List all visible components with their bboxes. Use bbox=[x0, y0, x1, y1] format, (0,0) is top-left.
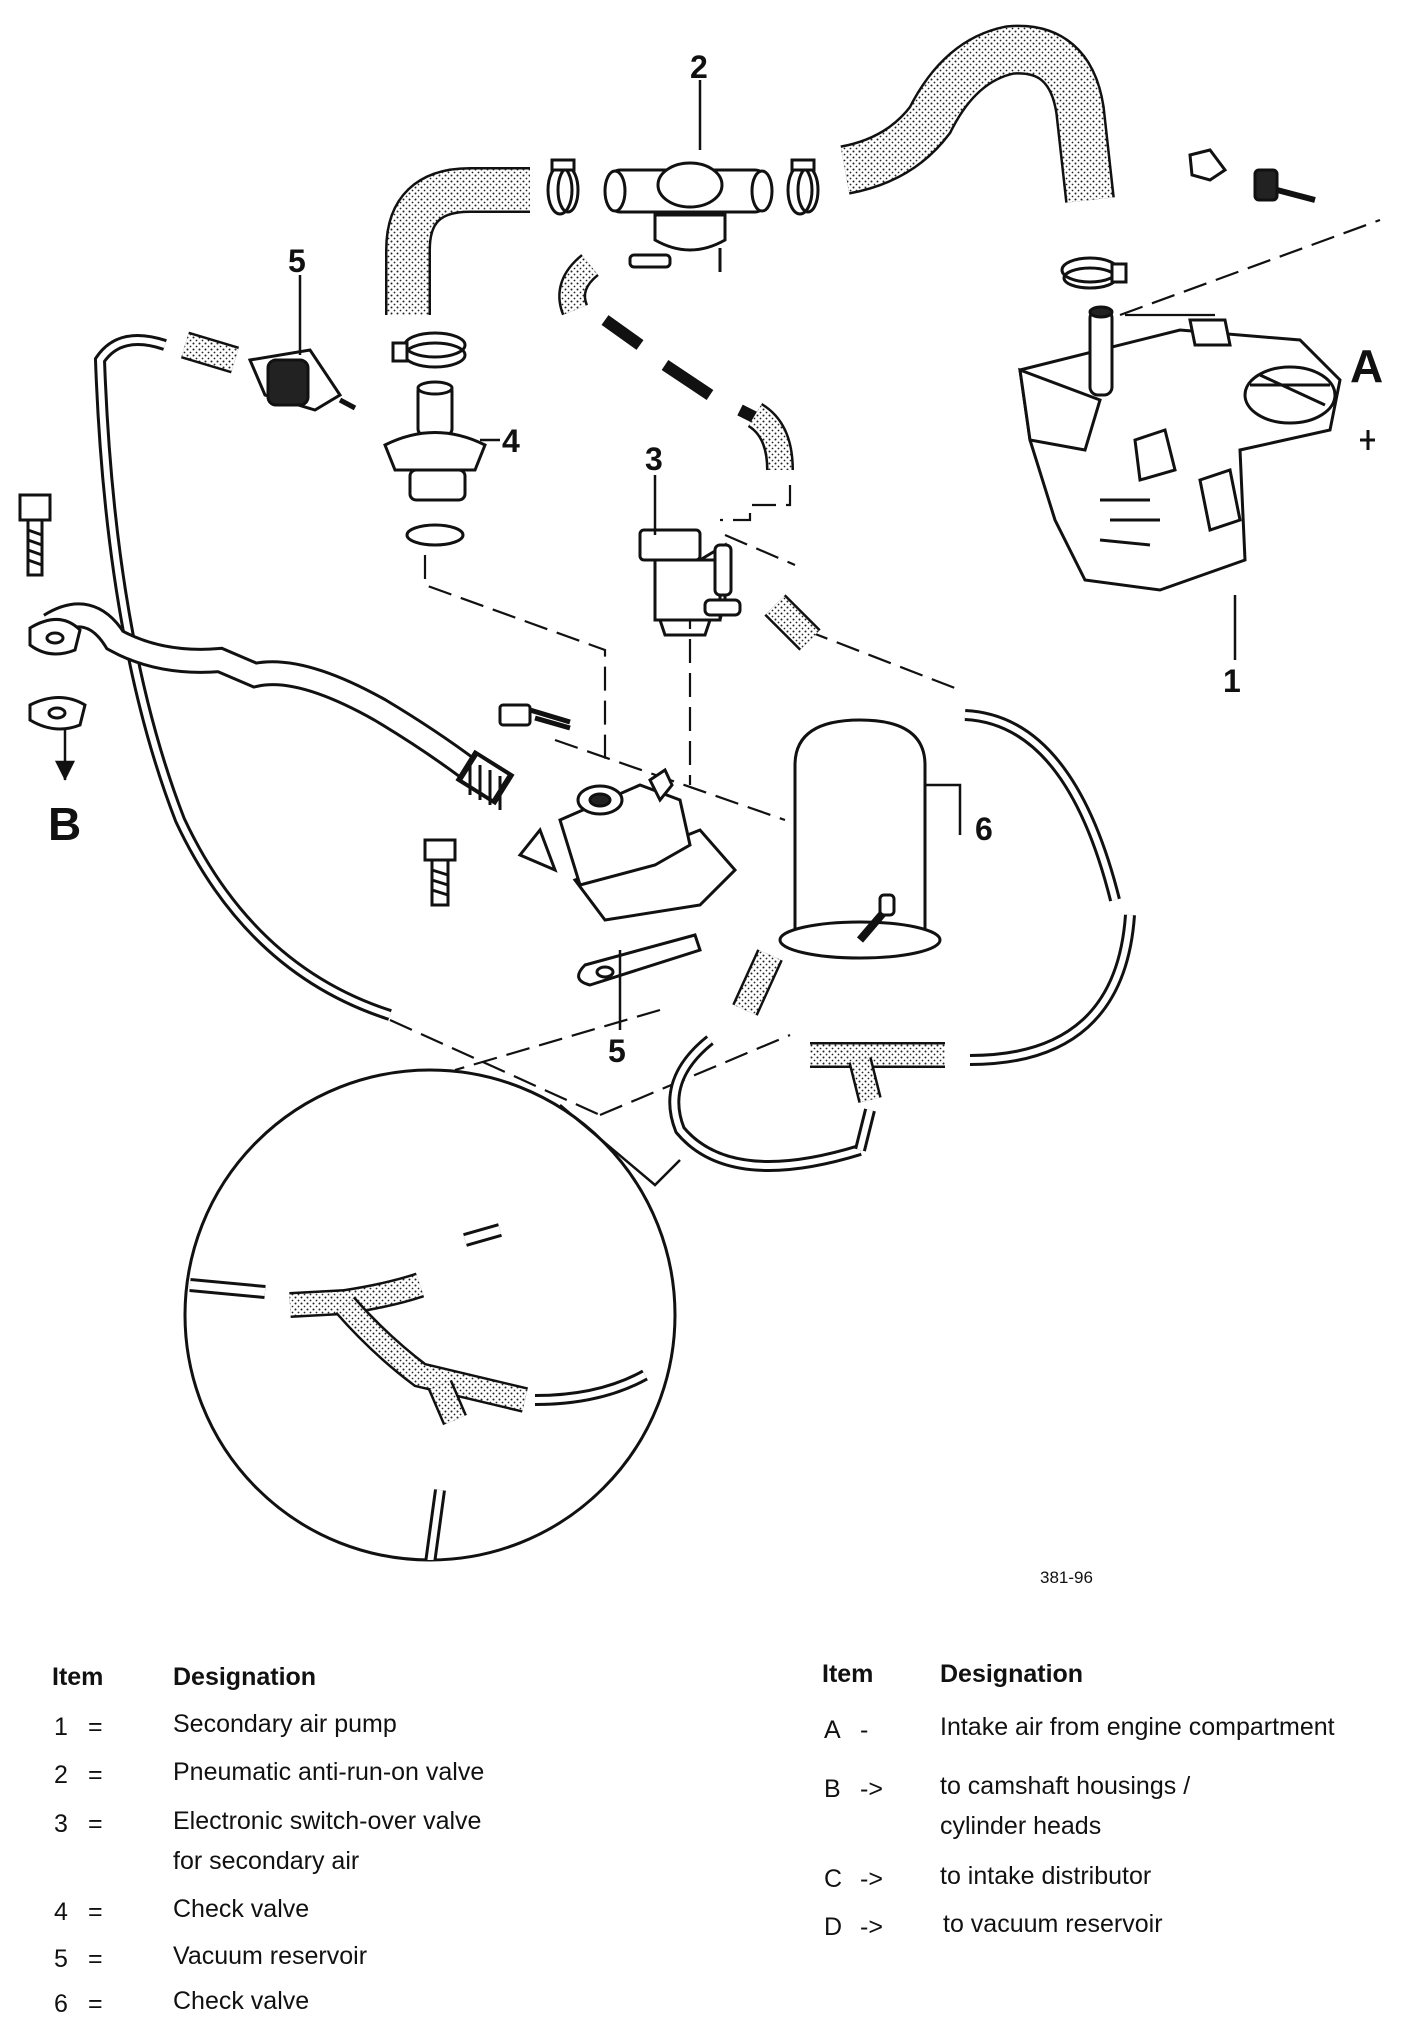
legend-left-text: Vacuum reservoir bbox=[173, 1942, 368, 1970]
check-valve-upper bbox=[247, 348, 357, 412]
legend-right-item: C bbox=[824, 1865, 843, 1893]
legend-right-text: Intake air from engine compartment bbox=[940, 1713, 1335, 1741]
legend-left-sep: = bbox=[88, 1945, 103, 1973]
legend-left-sep: = bbox=[88, 1713, 103, 1741]
vacuum-reservoir bbox=[778, 718, 942, 960]
legend-right-text: to intake distributor bbox=[940, 1862, 1152, 1890]
legend-right-sep: -> bbox=[860, 1775, 883, 1803]
valve-housing bbox=[517, 767, 738, 922]
gaskets bbox=[28, 618, 702, 987]
legend-left-text: Check valve bbox=[173, 1987, 310, 2015]
legend-right-text: to camshaft housings / bbox=[940, 1772, 1191, 1800]
vacuum-lines bbox=[93, 334, 1136, 1172]
air-pipe bbox=[43, 602, 515, 810]
legend-right-item: D bbox=[824, 1913, 843, 1941]
legend-right-sep: - bbox=[860, 1716, 869, 1744]
legend-left-text: Secondary air pump bbox=[173, 1710, 397, 1738]
vacuum-hoses bbox=[180, 254, 821, 1016]
legend-right-designation-header: Designation bbox=[940, 1660, 1084, 1688]
callout-2: 2 bbox=[690, 49, 708, 85]
legend-left-item: 6 bbox=[54, 1990, 68, 2018]
figure-id: 381-96 bbox=[1040, 1568, 1093, 1587]
legend-right-sep: -> bbox=[860, 1913, 883, 1941]
assembly-lines bbox=[389, 218, 1381, 1117]
check-valve-4 bbox=[383, 380, 487, 547]
legend-right-sep: -> bbox=[860, 1865, 883, 1893]
secondary-air-pump bbox=[1018, 305, 1375, 592]
callout-1: 1 bbox=[1223, 663, 1241, 699]
legend-right-item-header: Item bbox=[822, 1660, 874, 1688]
legend-right-text: cylinder heads bbox=[940, 1812, 1102, 1840]
letter-a: A bbox=[1350, 340, 1383, 392]
legend-right-item: B bbox=[824, 1775, 841, 1803]
legend-left-sep: = bbox=[88, 1810, 103, 1838]
legend-right-item: A bbox=[824, 1716, 841, 1744]
legend-left-sep: = bbox=[88, 1990, 103, 2018]
legend-right-text: to vacuum reservoir bbox=[943, 1910, 1163, 1938]
hose-elbow-left bbox=[385, 167, 530, 315]
callout-leaders bbox=[54, 80, 1237, 1030]
legend-left-sep: = bbox=[88, 1761, 103, 1789]
exploded-view-diagram: 2 5 4 3 6 1 5 A B 381-96 bbox=[18, 24, 1383, 1587]
legend-left-text: Check valve bbox=[173, 1895, 310, 1923]
legend-right: Item Designation A - Intake air from eng… bbox=[780, 0, 1408, 2028]
t-piece bbox=[810, 1042, 945, 1103]
legend-left-item-header: Item bbox=[52, 1663, 104, 1691]
legend-left-item: 3 bbox=[54, 1810, 68, 1838]
legend-left-designation-header: Designation bbox=[173, 1663, 317, 1691]
legend-left-sep: = bbox=[88, 1898, 103, 1926]
callout-5-lower: 5 bbox=[608, 1033, 626, 1069]
legend-left-text: Electronic switch-over valve bbox=[173, 1807, 482, 1835]
callout-4: 4 bbox=[502, 423, 520, 459]
legend-left-item: 2 bbox=[54, 1761, 68, 1789]
legend-left-item: 5 bbox=[54, 1945, 68, 1973]
callout-3: 3 bbox=[645, 441, 663, 477]
hose-clamps bbox=[391, 158, 1128, 369]
letter-b: B bbox=[48, 798, 81, 850]
legend-left: Item Designation 1 = Secondary air pump … bbox=[52, 1663, 485, 2018]
hose-long-upper bbox=[839, 24, 1115, 203]
anti-run-on-valve bbox=[603, 161, 774, 272]
legend-left-text: for secondary air bbox=[173, 1847, 360, 1875]
callout-6: 6 bbox=[975, 811, 993, 847]
legend-left-item: 4 bbox=[54, 1898, 68, 1926]
legend-left-item: 1 bbox=[54, 1713, 68, 1741]
switch-over-valve bbox=[638, 528, 742, 637]
legend-left-text: Pneumatic anti-run-on valve bbox=[173, 1758, 485, 1786]
bolts bbox=[18, 148, 1316, 907]
detail-circle bbox=[183, 1068, 681, 1562]
callout-5-upper: 5 bbox=[288, 243, 306, 279]
